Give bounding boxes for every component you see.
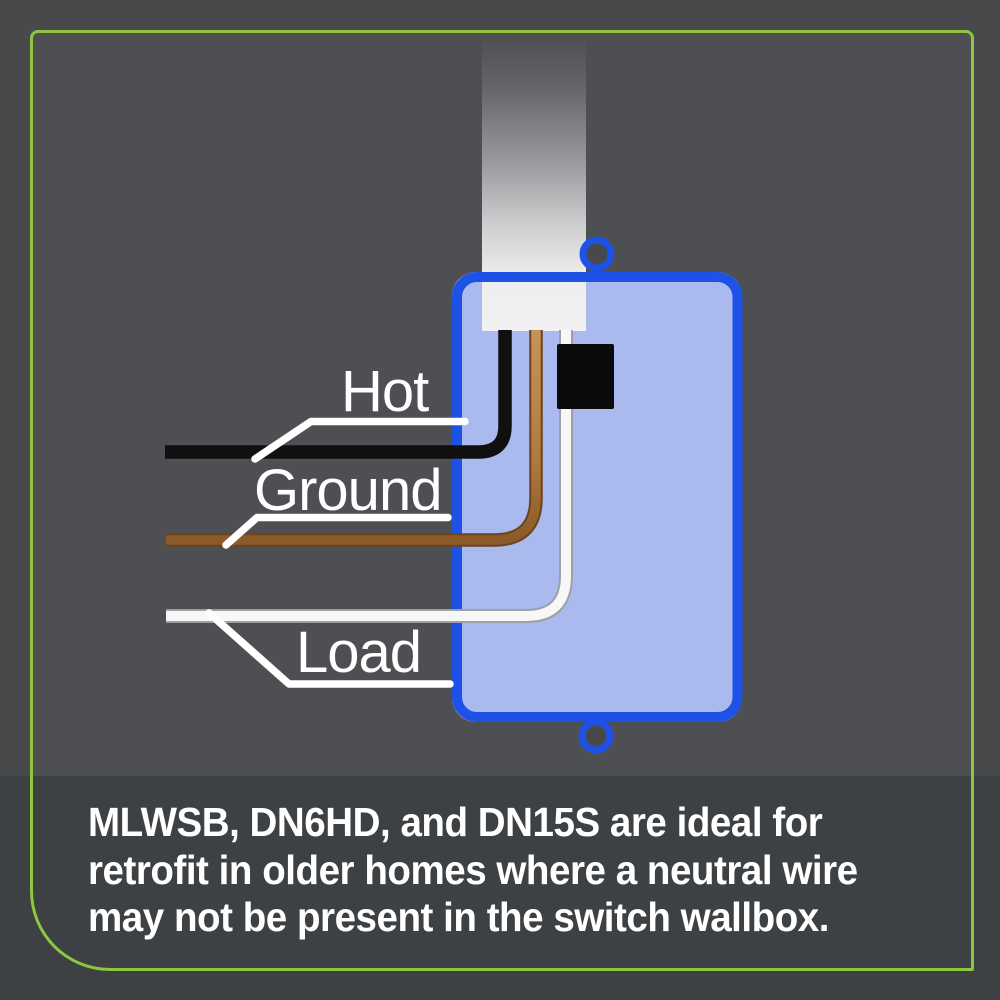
load-wire — [166, 330, 571, 621]
mounting-screw-top-icon — [579, 236, 615, 272]
caption-band — [0, 776, 1000, 1000]
caption-line-2: retrofit in older homes where a neutral … — [88, 846, 858, 893]
wallbox-border — [452, 272, 743, 722]
caption-line-1: MLWSB, DN6HD, and DN15S are ideal for — [88, 799, 823, 845]
ground-leader-line — [222, 513, 452, 549]
connector-block — [557, 344, 614, 409]
load-leader-line — [205, 609, 454, 688]
wallbox-fill — [452, 272, 742, 722]
ground-wire — [166, 330, 541, 545]
caption-text: MLWSB, DN6HD, and DN15S are ideal for re… — [88, 799, 915, 942]
power-cable — [482, 33, 586, 331]
hot-leader-line — [251, 417, 469, 463]
hot-wire — [165, 330, 512, 459]
load-wire-label: Load — [296, 620, 422, 685]
ground-wire-label: Ground — [254, 458, 442, 523]
mounting-screw-bottom-icon — [578, 718, 614, 754]
caption-line-3: may not be present in the switch wallbox… — [88, 894, 829, 940]
hot-wire-label: Hot — [341, 359, 429, 424]
